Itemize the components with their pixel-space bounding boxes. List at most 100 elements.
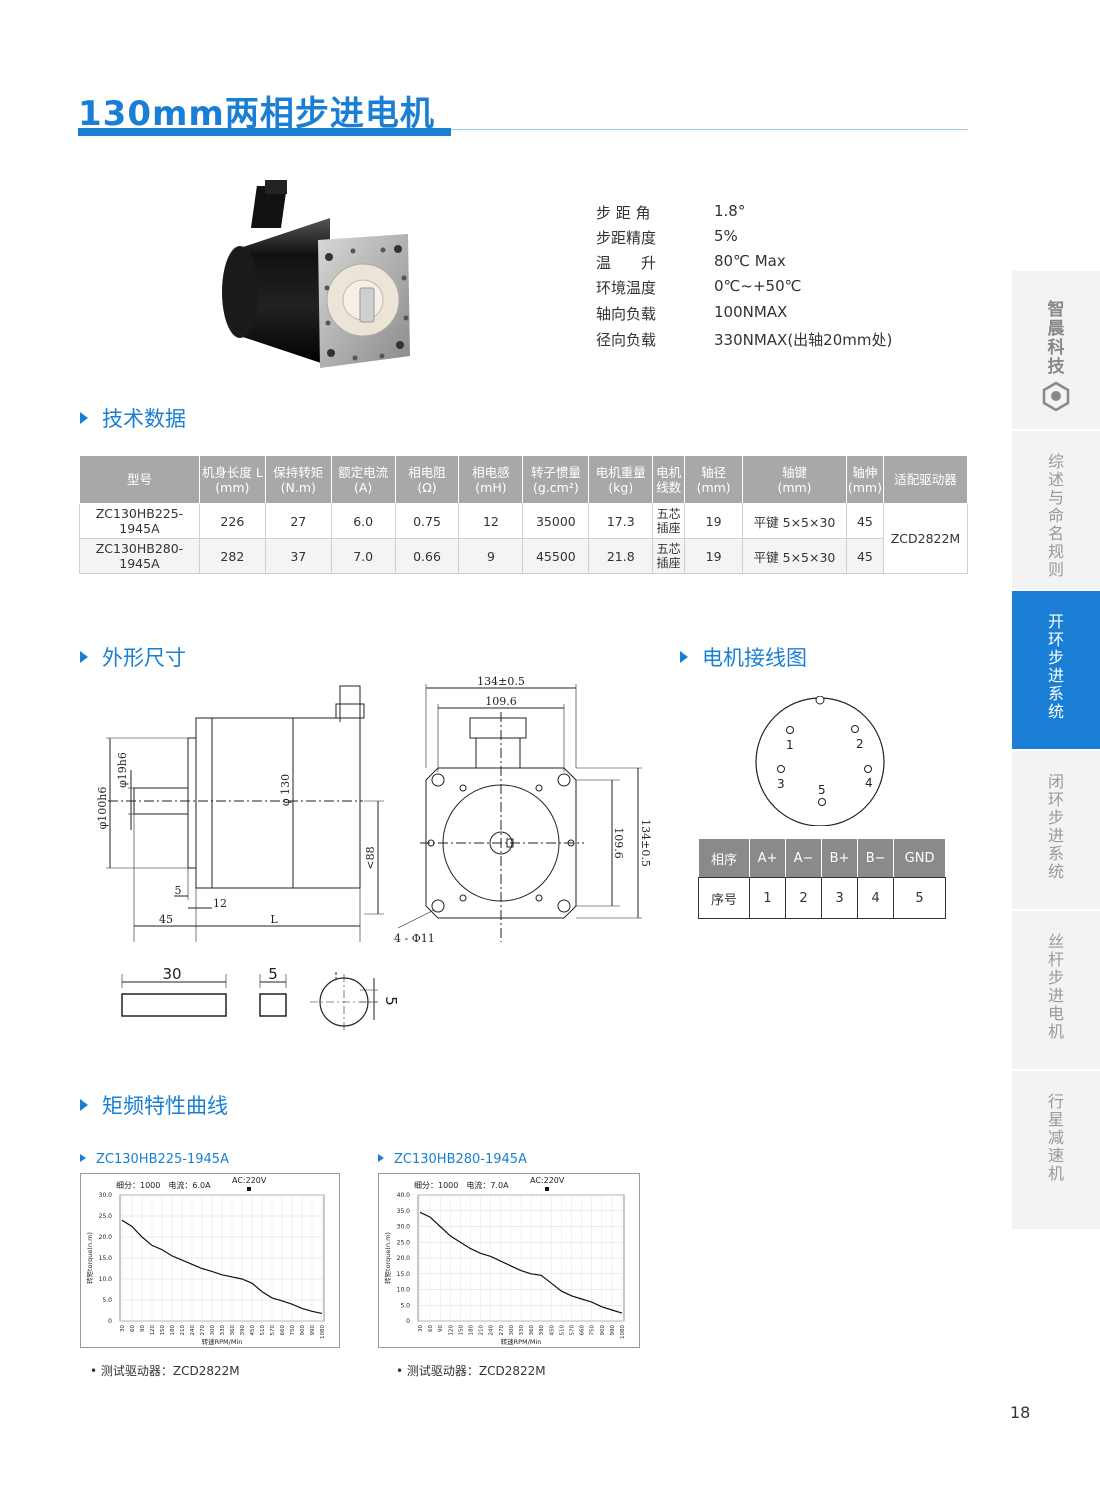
test-driver-note: • 测试驱动器：ZCD2822M — [396, 1364, 546, 1378]
x-tick-label: 1080 — [320, 1325, 326, 1339]
spec-value: 330NMAX(出轴20mm处) — [714, 331, 893, 349]
sidebar-item-label: 丝杆步进电机 — [1047, 932, 1064, 1041]
x-tick-label: 900 — [600, 1325, 606, 1336]
x-tick-label: 30 — [418, 1325, 424, 1332]
sidebar-brand: 智晨科技 — [1012, 271, 1100, 429]
page-number: 18 — [1010, 1403, 1031, 1422]
col-header: 轴径(mm) — [684, 455, 744, 504]
y-tick-label: 5.0 — [102, 1297, 112, 1304]
table-cell: 17.3 — [588, 503, 654, 539]
table-cell: ZC130HB280-1945A — [79, 538, 200, 574]
y-tick-label: 35.0 — [397, 1208, 411, 1215]
x-tick-label: 150 — [458, 1325, 464, 1336]
x-tick-label: 750 — [290, 1325, 296, 1336]
table-cell: 282 — [198, 538, 266, 574]
dim-phi130: φ 130 — [279, 774, 292, 806]
x-tick-label: 750 — [590, 1325, 596, 1336]
x-tick-label: 240 — [190, 1325, 196, 1336]
triangle-icon — [378, 1154, 384, 1162]
x-tick-label: 330 — [519, 1325, 525, 1336]
section-heading-text: 电机接线图 — [702, 646, 807, 670]
table-cell: 5 — [893, 877, 946, 919]
col-header: 电机重量(kg) — [588, 455, 654, 504]
key-dim-5: 5 — [268, 965, 278, 983]
dim-1096-width: 109.6 — [485, 695, 517, 708]
y-tick-label: 25.0 — [99, 1213, 113, 1220]
triangle-icon — [680, 651, 688, 663]
dim-134-width: 134±0.5 — [477, 675, 525, 688]
x-tick-label: 270 — [499, 1325, 505, 1336]
table-cell: 序号 — [698, 877, 750, 919]
torque-chart-1: 细分：1000 电流：6.0AAC:220V05.010.015.020.025… — [80, 1173, 340, 1348]
spec-key: 步距精度 — [596, 229, 657, 247]
x-tick-label: 180 — [469, 1325, 475, 1336]
dim-88: <88 — [364, 846, 377, 869]
x-tick-label: 660 — [280, 1325, 286, 1336]
table-cell: 35000 — [522, 503, 590, 539]
torque-curve — [121, 1219, 323, 1314]
x-tick-label: 270 — [200, 1325, 206, 1336]
table-cell: 五芯插座 — [652, 503, 686, 539]
dim-L: L — [270, 913, 278, 926]
sidebar-item-planetary[interactable]: 行星减速机 — [1012, 1071, 1100, 1229]
pin-label: 1 — [786, 738, 794, 752]
table-cell: 平键 5×5×30 — [742, 503, 847, 539]
sidebar-item-open-loop[interactable]: 开环步进系统 — [1012, 591, 1100, 749]
sidebar-item-lead-screw[interactable]: 丝杆步进电机 — [1012, 911, 1100, 1069]
col-header: 转子惯量(g.cm²) — [522, 455, 590, 504]
x-tick-label: 900 — [300, 1325, 306, 1336]
section-heading-tech: 技术数据 — [80, 403, 186, 433]
x-tick-label: 240 — [489, 1325, 495, 1336]
sidebar-item-overview[interactable]: 综述与命名规则 — [1012, 431, 1100, 589]
sidebar-item-label: 综述与命名规则 — [1047, 452, 1064, 579]
x-tick-label: 30 — [120, 1325, 126, 1332]
y-tick-label: 0 — [406, 1318, 410, 1325]
col-header: B+ — [821, 838, 859, 878]
table-cell: 6.0 — [330, 503, 396, 539]
page-title: 130mm两相步进电机 — [78, 94, 435, 134]
legend-marker — [247, 1187, 251, 1191]
x-tick-label: 990 — [610, 1325, 616, 1336]
table-cell: 45 — [845, 503, 884, 539]
sidebar-item-closed-loop[interactable]: 闭环步进系统 — [1012, 751, 1100, 909]
connector-pin-diagram: 1 2 3 4 5 — [755, 696, 885, 826]
y-tick-label: 40.0 — [397, 1192, 411, 1199]
table-row: 相序 A+ A− B+ B− GND — [698, 838, 946, 878]
y-tick-label: 20.0 — [99, 1234, 113, 1241]
table-cell: 19 — [684, 503, 744, 539]
x-tick-label: 390 — [240, 1325, 246, 1336]
y-tick-label: 5.0 — [400, 1302, 410, 1309]
pin-label: 3 — [777, 777, 785, 791]
y-tick-label: 10.0 — [99, 1276, 113, 1283]
x-tick-label: 990 — [310, 1325, 316, 1336]
x-axis-label: 转速RPM/Min — [202, 1337, 243, 1346]
key-dim-h5: 5 — [382, 996, 400, 1006]
table-row: ZC130HB280-1945A 282 37 7.0 0.66 9 45500… — [79, 538, 968, 574]
y-tick-label: 0 — [108, 1318, 112, 1325]
table-cell: 12 — [458, 503, 524, 539]
x-tick-label: 210 — [479, 1325, 485, 1336]
x-tick-label: 90 — [140, 1325, 146, 1332]
triangle-icon — [80, 412, 88, 424]
col-header: 轴键(mm) — [742, 455, 847, 504]
dim-5: 5 — [175, 884, 182, 897]
x-tick-label: 330 — [220, 1325, 226, 1336]
section-heading-text: 外形尺寸 — [102, 646, 186, 670]
side-view-drawing: φ100h6 φ19h6 φ 130 <88 5 12 45 L — [96, 685, 384, 942]
section-heading-outline: 外形尺寸 — [80, 642, 186, 672]
sidebar-item-label: 开环步进系统 — [1047, 612, 1064, 721]
x-tick-label: 570 — [570, 1325, 576, 1336]
table-cell-driver: ZCD2822M — [882, 503, 969, 574]
y-tick-label: 15.0 — [99, 1255, 113, 1262]
x-tick-label: 150 — [160, 1325, 166, 1336]
x-tick-label: 300 — [210, 1325, 216, 1336]
spec-value: 5% — [714, 227, 738, 245]
table-cell: 19 — [684, 538, 744, 574]
dim-12: 12 — [213, 897, 227, 910]
x-tick-label: 510 — [260, 1325, 266, 1336]
key-dim-30: 30 — [162, 965, 181, 983]
chart-info: 细分：1000 电流：6.0A — [116, 1180, 211, 1190]
table-cell: ZC130HB225-1945A — [79, 503, 200, 539]
table-cell: 45500 — [522, 538, 590, 574]
spec-key: 温 升 — [596, 254, 657, 272]
